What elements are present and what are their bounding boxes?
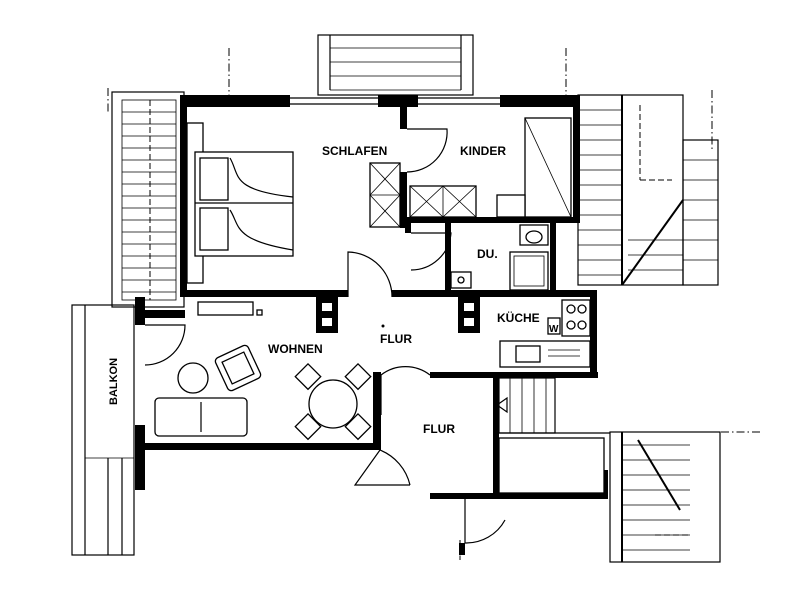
room-label-kueche: KÜCHE <box>497 310 540 325</box>
room-label-schlafen: SCHLAFEN <box>322 144 387 158</box>
living-furniture <box>154 301 372 441</box>
washing-machine-label: W <box>549 324 559 335</box>
room-label-wohnen: WOHNEN <box>268 342 323 356</box>
right-stair-block <box>577 94 719 286</box>
balcony <box>71 304 135 556</box>
room-label-du: DU. <box>477 247 498 261</box>
room-label-flur-upper: FLUR <box>380 332 412 346</box>
top-roof-hatch <box>317 34 474 96</box>
lower-stair <box>495 377 610 494</box>
door-swings <box>144 128 506 544</box>
left-stair-block <box>111 91 185 308</box>
flur-marker <box>381 324 385 328</box>
bathroom-fixtures <box>450 224 549 291</box>
room-label-flur-lower: FLUR <box>423 422 455 436</box>
column-details <box>322 303 474 326</box>
right-lower-stair-block <box>609 431 721 563</box>
wardrobe-schlafen <box>369 162 401 228</box>
bed <box>186 122 294 284</box>
kitchen-fixtures <box>499 299 591 368</box>
walls <box>135 95 608 555</box>
kinder-furniture <box>409 117 572 218</box>
room-label-balkon: BALKON <box>108 358 120 405</box>
room-label-kinder: KINDER <box>460 144 506 158</box>
